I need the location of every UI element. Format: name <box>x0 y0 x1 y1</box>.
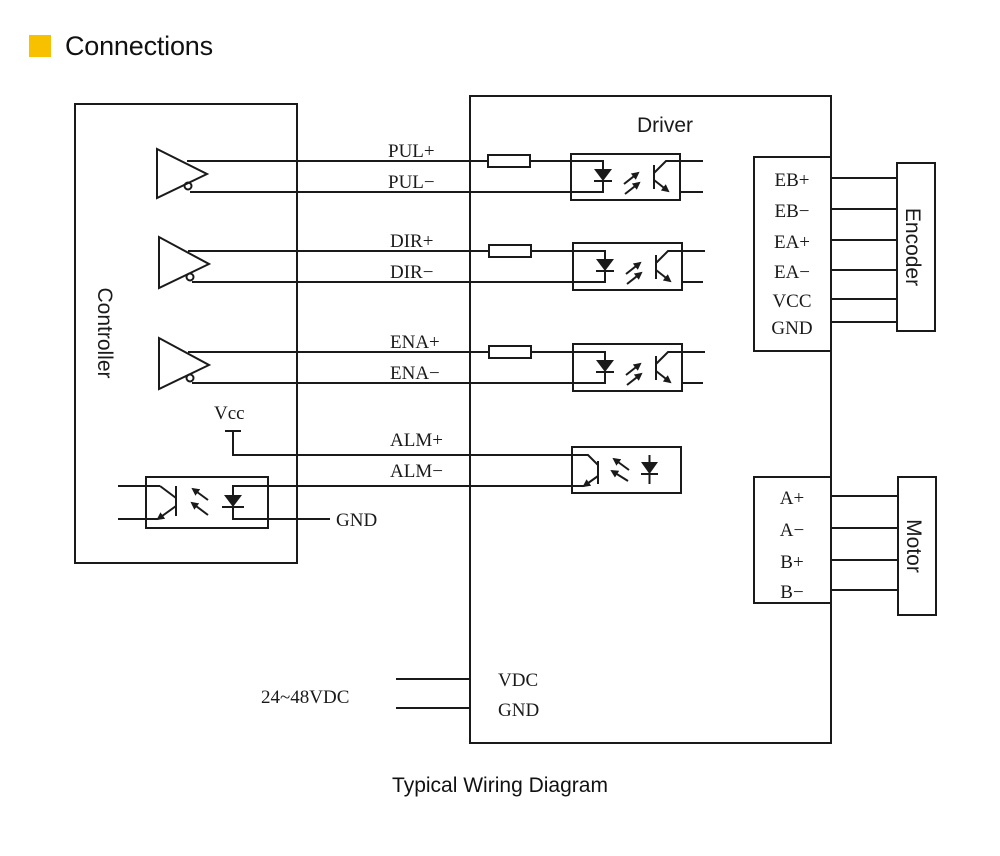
label-vdc: VDC <box>498 670 538 691</box>
channel-dir: DIR+ DIR− <box>158 231 703 291</box>
motor-pins: A+ A− B+ B− <box>780 488 898 603</box>
channel-alm: Vcc ALM+ ALM− <box>202 403 682 494</box>
label-power-gnd: GND <box>498 700 539 721</box>
controller-label: Controller <box>93 287 116 378</box>
section-header: Connections <box>29 28 213 64</box>
led-anode-lead <box>571 160 604 169</box>
power-supply: 24~48VDC VDC GND <box>261 670 539 721</box>
diagram-caption: Typical Wiring Diagram <box>392 774 608 797</box>
inverter-bubble <box>185 373 195 383</box>
led-anode-lead <box>573 250 606 259</box>
emitter-arrow <box>156 505 177 521</box>
line-driver-dir <box>158 235 212 290</box>
optocoupler-symbol <box>573 250 705 285</box>
collector <box>159 485 177 499</box>
motor-box <box>897 476 937 616</box>
label-ena-minus: ENA− <box>390 363 440 384</box>
optocoupler-symbol <box>571 160 703 195</box>
label-ena-plus: ENA+ <box>390 332 440 353</box>
resistor <box>488 345 532 359</box>
line-driver-ena <box>158 336 212 391</box>
encoder-pin-label: GND <box>771 318 812 339</box>
optocoupler-alm <box>571 446 682 494</box>
label-alm-plus: ALM+ <box>390 430 443 451</box>
encoder-pin-label: EB+ <box>775 170 810 191</box>
motor-pin-label: B− <box>780 582 803 603</box>
led-cathode-lead <box>573 372 606 384</box>
encoder-pin-label: EA− <box>774 262 810 283</box>
encoder-box <box>896 162 936 332</box>
light-arrow-icon <box>610 469 629 482</box>
optocoupler-internals <box>571 160 705 386</box>
led-diode-icon <box>596 259 614 271</box>
led-diode-icon <box>224 495 242 507</box>
inverter-bubble <box>183 181 193 191</box>
motor-pin-label: A− <box>780 520 804 541</box>
led-anode-lead <box>573 351 606 360</box>
encoder-pin-label: EA+ <box>774 232 810 253</box>
led-anode-lead <box>232 485 470 495</box>
channel-ena: ENA+ ENA− <box>158 332 703 392</box>
label-pul-plus: PUL+ <box>388 141 435 162</box>
light-arrow-icon <box>191 487 209 501</box>
motor-label: Motor <box>902 519 925 573</box>
light-arrow-icon <box>624 181 641 195</box>
inverter-bubble <box>185 272 195 282</box>
emitter-arrow <box>655 269 672 283</box>
label-dir-minus: DIR− <box>390 262 433 283</box>
collector <box>653 160 703 174</box>
channel-pul: PUL+ PUL− <box>156 141 703 201</box>
led-diode-icon <box>596 360 614 372</box>
label-dir-plus: DIR+ <box>390 231 433 252</box>
encoder-label: Encoder <box>901 208 924 286</box>
encoder-pin-label: EB− <box>775 201 810 222</box>
light-arrow-icon <box>625 362 642 376</box>
light-arrow-icon <box>626 271 643 285</box>
controller-alarm-receiver: GND <box>118 476 470 531</box>
led-diode-icon <box>594 169 612 181</box>
led-cathode-lead <box>571 181 604 193</box>
emitter-arrow <box>655 370 672 384</box>
label-alm-minus: ALM− <box>390 461 443 482</box>
resistor <box>487 154 531 168</box>
led-cathode-lead <box>573 271 606 283</box>
label-vcc: Vcc <box>214 403 245 424</box>
square-bullet-icon <box>29 35 51 57</box>
optocoupler-symbol <box>573 351 705 386</box>
light-arrow-icon <box>626 372 643 386</box>
optocoupler-receiver <box>145 476 269 529</box>
label-gnd: GND <box>336 510 377 531</box>
wire-alm-plus <box>232 431 598 456</box>
encoder-pin-label: VCC <box>772 291 811 312</box>
collector <box>572 454 599 466</box>
motor-terminal-block <box>753 476 832 604</box>
motor-pin-label: B+ <box>780 552 803 573</box>
line-driver-pul <box>156 147 210 200</box>
emitter-arrow <box>582 475 599 488</box>
label-pul-minus: PUL− <box>388 172 435 193</box>
driver-label: Driver <box>637 114 693 137</box>
collector <box>655 250 705 264</box>
light-arrow-icon <box>190 501 209 516</box>
light-arrow-icon <box>612 457 630 471</box>
emitter-arrow <box>653 179 670 193</box>
light-arrow-icon <box>625 261 642 275</box>
power-supply-label: 24~48VDC <box>261 687 349 708</box>
collector <box>655 351 705 365</box>
motor-pin-label: A+ <box>780 488 804 509</box>
light-arrow-icon <box>623 171 640 185</box>
encoder-pins: EB+ EB− EA+ EA− VCC GND <box>771 170 897 339</box>
section-title: Connections <box>65 30 213 61</box>
encoder-terminal-block <box>753 156 832 352</box>
resistor <box>488 244 532 258</box>
